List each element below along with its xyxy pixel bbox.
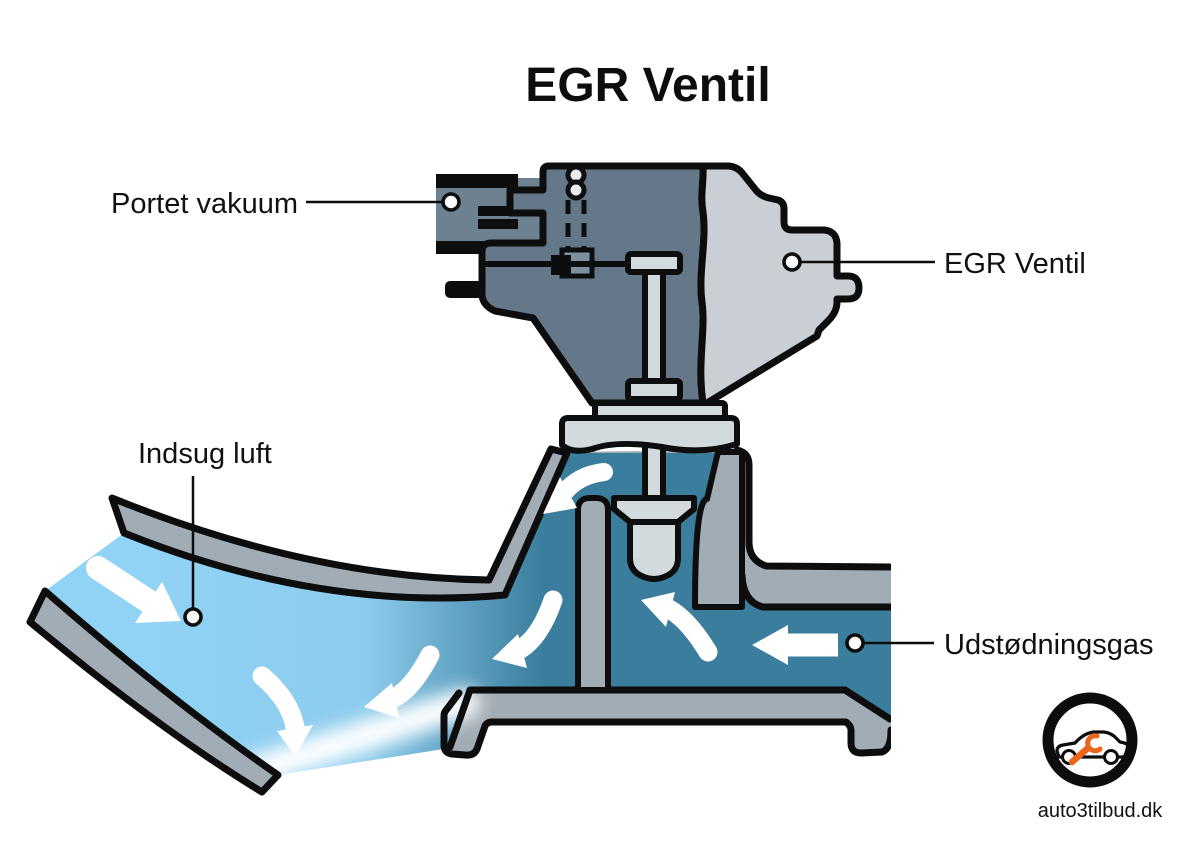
mount-nub — [445, 281, 484, 298]
callouts — [183, 192, 935, 653]
intake-flow-arrow-icon — [86, 556, 181, 623]
poppet-body — [627, 519, 681, 582]
intake-lower-wall — [26, 587, 282, 796]
seat-right-wall — [692, 449, 745, 610]
exhaust-turn-arrow-icon — [641, 592, 718, 662]
flange-plate — [559, 415, 740, 454]
intake-upper-wall — [108, 445, 571, 602]
poppet-disc — [611, 495, 697, 525]
actuator-internals — [484, 164, 630, 279]
label-intake-air: Indsug luft — [138, 438, 272, 470]
callout-dot — [183, 607, 203, 627]
label-ported-vacuum: Portet vakuum — [111, 188, 298, 220]
callout-dot — [845, 633, 865, 653]
actuator — [436, 162, 863, 407]
intake-pipe-walls — [26, 445, 571, 796]
wrench-icon — [1068, 733, 1103, 766]
valve-stem-lower — [642, 441, 666, 505]
mounting-flange — [559, 400, 740, 454]
actuator-body-light — [697, 162, 863, 407]
actuator-body-dark — [478, 162, 708, 407]
valve-seat-walls — [575, 449, 745, 693]
intake-flow-arrow-icon — [364, 645, 440, 718]
logo-site-text: auto3tilbud.dk — [1038, 800, 1164, 822]
exhaust-flow-arrow-icon — [752, 625, 838, 665]
page-title: EGR Ventil — [525, 59, 770, 112]
valve-stem-upper — [625, 251, 683, 402]
car-outline — [1055, 730, 1132, 759]
seat-flow-arrow-icon — [543, 463, 613, 514]
flow-arrows — [86, 463, 838, 756]
exhaust-open-end — [891, 552, 937, 768]
mixing-flow-arrow-icon — [492, 590, 563, 668]
label-egr-valve: EGR Ventil — [944, 248, 1086, 280]
callout-dot — [441, 192, 461, 212]
seat-pillar — [575, 495, 611, 693]
label-exhaust-gas: Udstødningsgas — [944, 629, 1154, 661]
car-wrench-logo-icon — [1042, 692, 1138, 788]
intake-flow-arrow-icon — [252, 666, 313, 756]
callout-dot — [782, 252, 802, 272]
